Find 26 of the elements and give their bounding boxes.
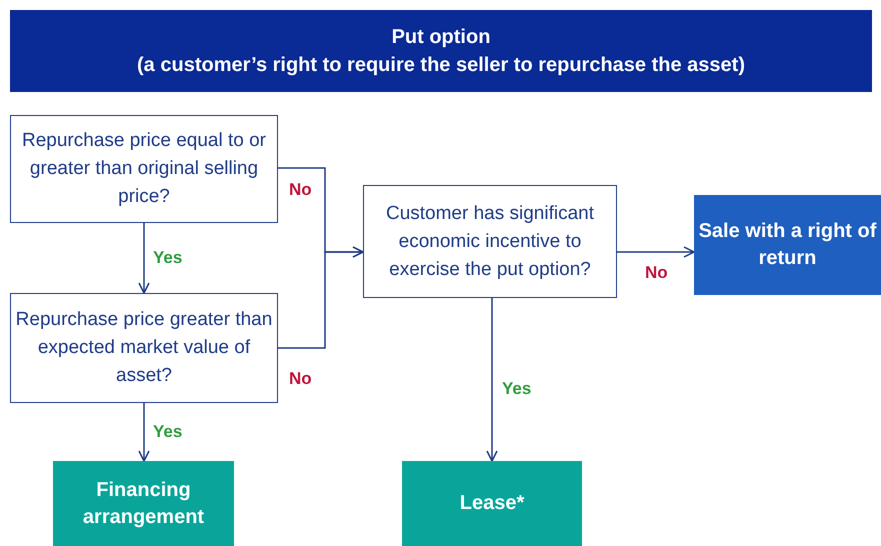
arrow <box>278 246 364 349</box>
edge-label: Yes <box>153 421 182 443</box>
node-text: Repurchase price greater than expected market value of asset? <box>15 308 273 388</box>
node-text: Repurchase price equal to or greater than original selling price? <box>21 129 267 209</box>
title-text: (a customer’s right to require the seller to repurchase the asset) <box>137 53 745 78</box>
node-text: Lease* <box>460 491 524 516</box>
title-text: Put option <box>392 25 490 50</box>
node-text: Financing arrangement <box>82 478 206 530</box>
outcome-box <box>694 195 881 295</box>
node-text: Customer has significant economic incentive to exercise the put option? <box>384 202 596 282</box>
arrow <box>617 246 695 258</box>
title-banner <box>10 10 872 92</box>
edge-label: Yes <box>502 378 532 400</box>
arrow <box>486 298 498 462</box>
outcome-box <box>53 461 234 546</box>
arrow <box>138 403 150 462</box>
node-text: Sale with a right of return <box>698 219 877 271</box>
outcome-box <box>402 461 582 546</box>
edge-label: Yes <box>153 247 182 269</box>
arrow <box>138 223 150 294</box>
edge-label: No <box>289 179 312 201</box>
decision-box <box>10 115 278 223</box>
decision-box <box>363 185 617 298</box>
edge-label: No <box>289 368 312 390</box>
edge-label: No <box>645 262 668 284</box>
decision-box <box>10 293 278 403</box>
